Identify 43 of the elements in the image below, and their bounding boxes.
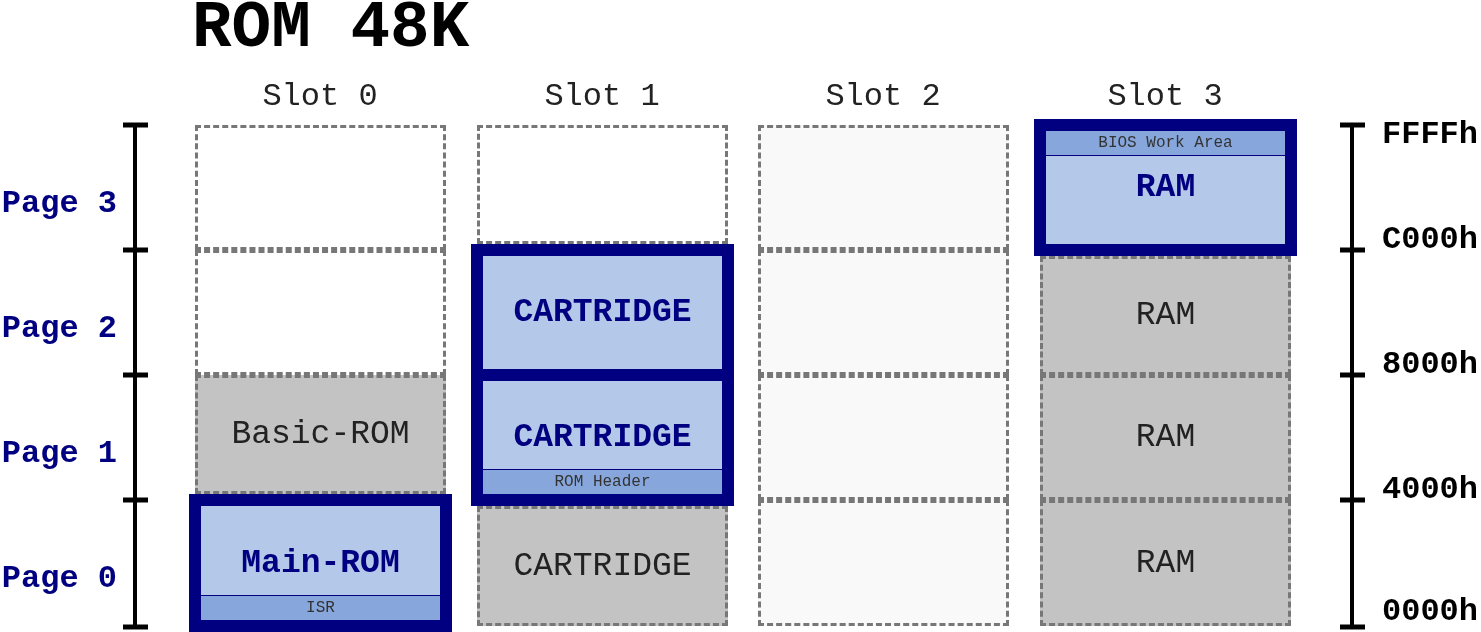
block-label: RAM xyxy=(1135,421,1196,454)
diagram-title: ROM 48K xyxy=(192,0,470,62)
block-label: CARTRIDGE xyxy=(513,421,692,454)
header-bar xyxy=(483,469,722,494)
address-label: C000h xyxy=(1382,224,1478,256)
block-label: RAM xyxy=(1135,171,1196,204)
slot-heading: Slot 3 xyxy=(1107,81,1223,113)
page-label: Page 3 xyxy=(1,188,117,220)
address-label: FFFFh xyxy=(1382,119,1478,151)
empty-page-box xyxy=(195,250,446,375)
memory-page-box xyxy=(1040,500,1291,626)
highlighted-page-box xyxy=(189,494,452,632)
empty-page-box xyxy=(477,125,728,244)
page-label: Page 0 xyxy=(1,563,117,595)
block-label: Main-ROM xyxy=(241,546,400,580)
empty-page-box xyxy=(195,125,446,250)
empty-page-box xyxy=(758,125,1009,250)
memory-page-box xyxy=(195,375,446,494)
address-label: 8000h xyxy=(1382,349,1478,381)
page-label: Page 1 xyxy=(1,438,117,470)
empty-page-box xyxy=(758,250,1009,375)
header-bar xyxy=(1046,131,1285,156)
header-bar xyxy=(201,595,440,620)
bar-label: ROM Header xyxy=(554,474,651,490)
memory-page-box xyxy=(477,506,728,626)
slot-heading: Slot 2 xyxy=(825,81,941,113)
block-label: Basic-ROM xyxy=(231,418,410,451)
block-label: RAM xyxy=(1135,546,1196,580)
block-label: CARTRIDGE xyxy=(513,549,692,583)
address-label: 4000h xyxy=(1382,474,1478,506)
memory-page-box xyxy=(1040,256,1291,375)
slot-heading: Slot 1 xyxy=(544,81,660,113)
memory-page-box xyxy=(1040,375,1291,500)
slot-heading: Slot 0 xyxy=(262,81,378,113)
bar-label: BIOS Work Area xyxy=(1098,135,1233,151)
address-label: 0000h xyxy=(1382,596,1478,628)
block-label: CARTRIDGE xyxy=(513,296,692,329)
empty-page-box xyxy=(758,375,1009,500)
block-label: RAM xyxy=(1135,299,1196,332)
highlighted-page-box xyxy=(1034,119,1297,256)
bar-label: ISR xyxy=(306,600,335,616)
page-label: Page 2 xyxy=(1,313,117,345)
empty-page-box xyxy=(758,500,1009,626)
